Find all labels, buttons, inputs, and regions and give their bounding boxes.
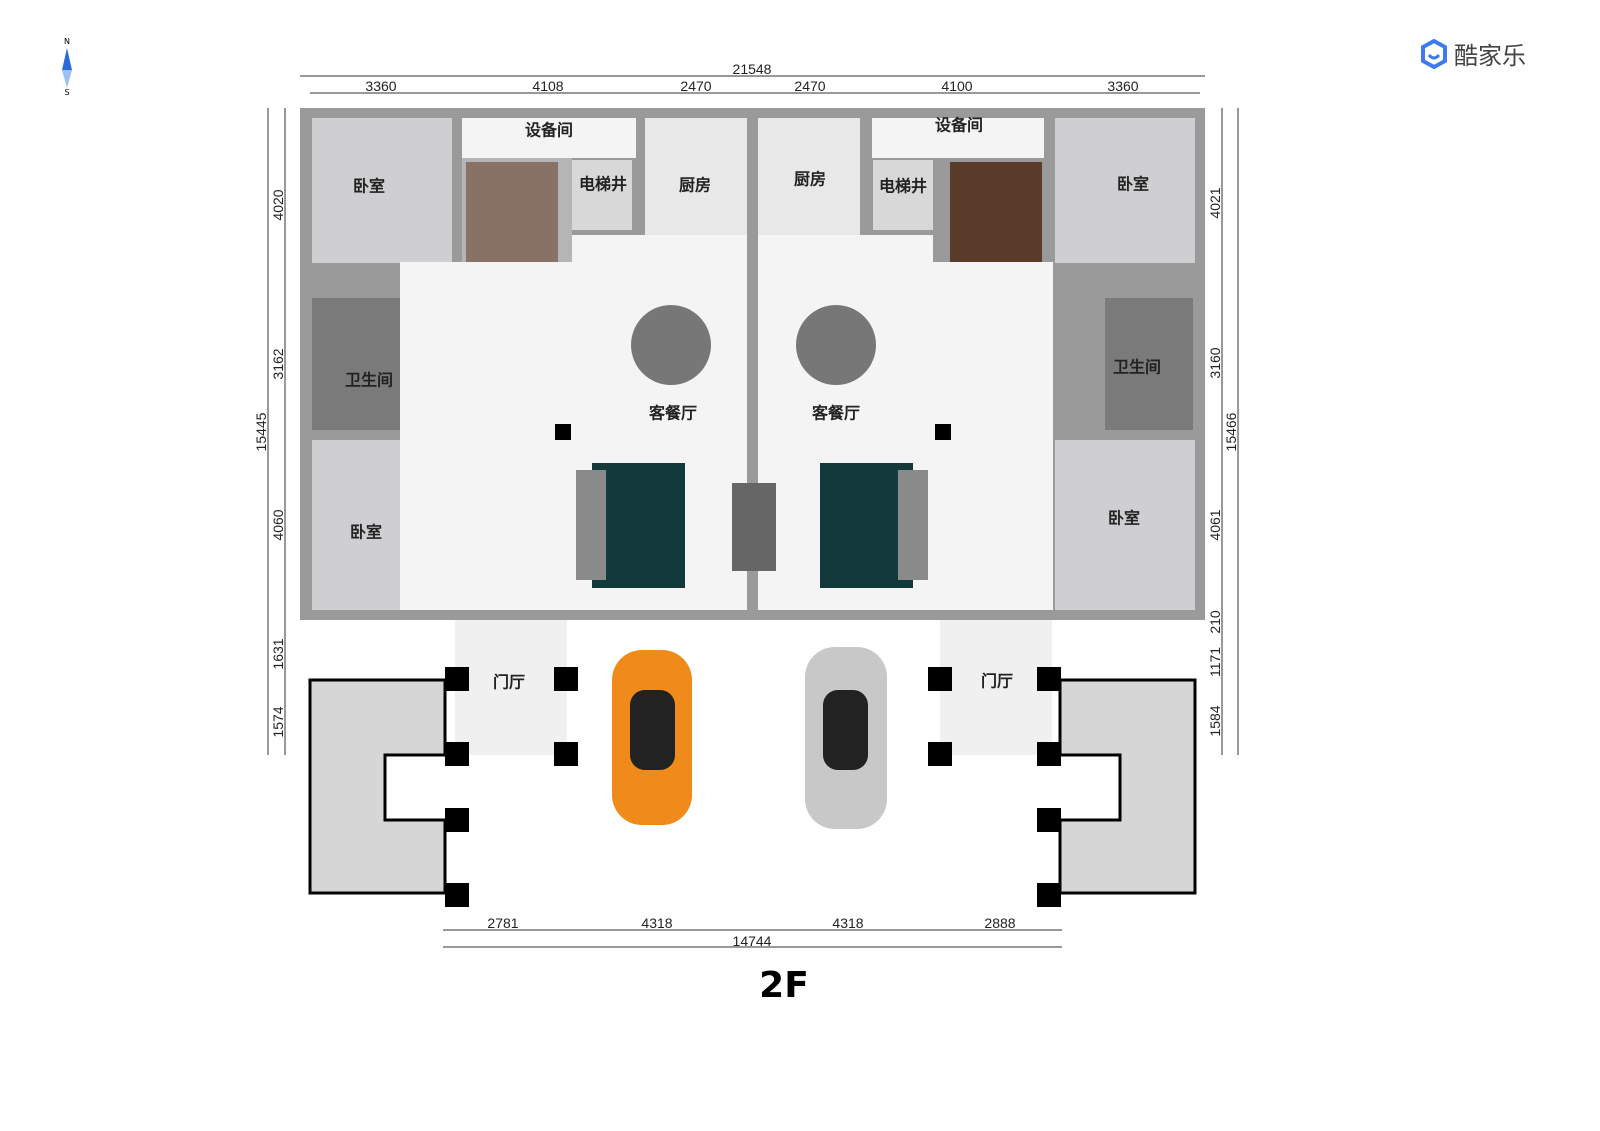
dimension-lines: 21548 3360 4108 2470 2470 4100 3360 1544… [253, 61, 1239, 949]
svg-text:21548: 21548 [733, 61, 772, 77]
svg-text:厨房: 厨房 [794, 170, 826, 189]
svg-text:门厅: 门厅 [493, 673, 525, 692]
svg-text:3162: 3162 [270, 348, 286, 379]
svg-text:2781: 2781 [487, 915, 518, 931]
svg-text:15445: 15445 [253, 412, 269, 451]
svg-text:4318: 4318 [832, 915, 863, 931]
svg-text:设备间: 设备间 [935, 116, 983, 135]
svg-text:卫生间: 卫生间 [345, 371, 393, 390]
svg-text:2470: 2470 [680, 78, 711, 94]
kujiale-logo: 酷家乐 [1420, 36, 1526, 71]
svg-text:客餐厅: 客餐厅 [649, 404, 697, 423]
svg-text:4061: 4061 [1207, 509, 1223, 540]
svg-text:1574: 1574 [270, 706, 286, 737]
svg-text:4020: 4020 [270, 189, 286, 220]
svg-text:电梯井: 电梯井 [579, 175, 627, 194]
svg-text:设备间: 设备间 [525, 121, 573, 140]
svg-text:卫生间: 卫生间 [1113, 358, 1161, 377]
floor-label: 2F [759, 965, 809, 1006]
svg-text:卧室: 卧室 [1117, 175, 1149, 194]
logo-text: 酷家乐 [1454, 42, 1526, 70]
svg-text:1631: 1631 [270, 638, 286, 669]
svg-text:客餐厅: 客餐厅 [812, 404, 860, 423]
svg-text:厨房: 厨房 [679, 176, 711, 195]
svg-text:4100: 4100 [941, 78, 972, 94]
svg-text:15466: 15466 [1223, 412, 1239, 451]
compass-icon: N S [62, 37, 72, 97]
svg-text:N: N [64, 37, 70, 46]
svg-text:4021: 4021 [1207, 187, 1223, 218]
svg-text:卧室: 卧室 [1108, 509, 1140, 528]
svg-text:1171: 1171 [1207, 647, 1223, 677]
svg-text:3360: 3360 [365, 78, 396, 94]
svg-text:1584: 1584 [1207, 705, 1223, 736]
svg-text:4108: 4108 [532, 78, 563, 94]
room-labels: 设备间 设备间 卧室 卧室 卧室 卧室 电梯井 电梯井 厨房 厨房 卫生间 卫生… [345, 116, 1161, 692]
svg-text:电梯井: 电梯井 [879, 177, 927, 196]
svg-text:卧室: 卧室 [350, 523, 382, 542]
svg-text:2888: 2888 [984, 915, 1015, 931]
svg-text:门厅: 门厅 [981, 672, 1013, 691]
svg-text:3160: 3160 [1207, 347, 1223, 378]
svg-text:3360: 3360 [1107, 78, 1138, 94]
svg-text:4318: 4318 [641, 915, 672, 931]
svg-text:S: S [64, 88, 69, 97]
svg-text:4060: 4060 [270, 509, 286, 540]
svg-text:卧室: 卧室 [353, 177, 385, 196]
svg-text:210: 210 [1207, 610, 1223, 634]
svg-text:2470: 2470 [794, 78, 825, 94]
shield-smile-icon [1421, 38, 1447, 69]
svg-text:14744: 14744 [733, 933, 772, 949]
